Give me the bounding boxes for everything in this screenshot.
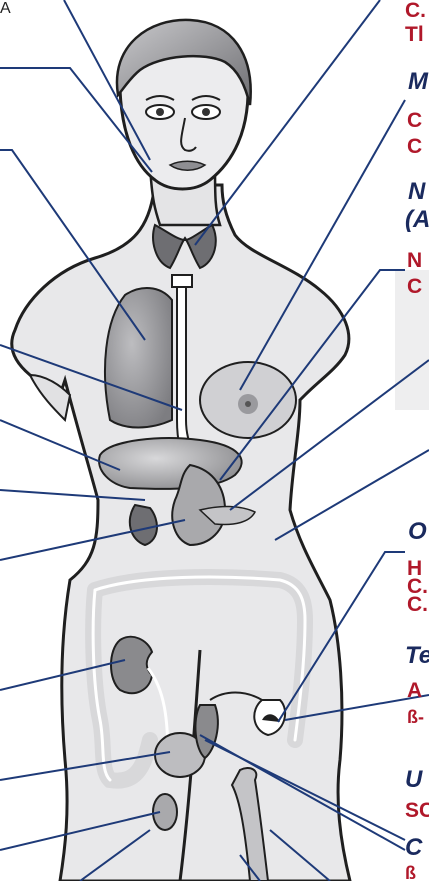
category-label: M bbox=[408, 70, 428, 94]
marker-label: C bbox=[407, 276, 422, 297]
nipple-center bbox=[245, 401, 251, 407]
marker-label: ß- bbox=[407, 708, 424, 726]
left-pupil bbox=[156, 108, 164, 116]
right-pupil bbox=[202, 108, 210, 116]
trachea-collar bbox=[172, 275, 192, 287]
category-label: C bbox=[405, 836, 422, 860]
category-label: O bbox=[408, 520, 427, 544]
corner-tag: A bbox=[0, 0, 11, 18]
marker-label: Tl bbox=[405, 24, 424, 45]
marker-label: C. bbox=[405, 0, 426, 21]
marker-label: SC bbox=[405, 800, 429, 821]
marker-label: C bbox=[407, 110, 422, 131]
marker-label: ß bbox=[405, 864, 416, 881]
marker-label: A bbox=[407, 680, 422, 701]
marker-label: N bbox=[407, 250, 422, 271]
category-label: N bbox=[408, 180, 425, 204]
marker-label: C. bbox=[407, 594, 428, 615]
kidney bbox=[111, 637, 152, 693]
leader-line-colon bbox=[275, 450, 429, 540]
category-label: U bbox=[405, 768, 422, 792]
category-label: (A bbox=[405, 208, 429, 232]
liver bbox=[99, 438, 242, 489]
marker-label: C bbox=[407, 136, 422, 157]
category-label: Te bbox=[405, 644, 429, 668]
